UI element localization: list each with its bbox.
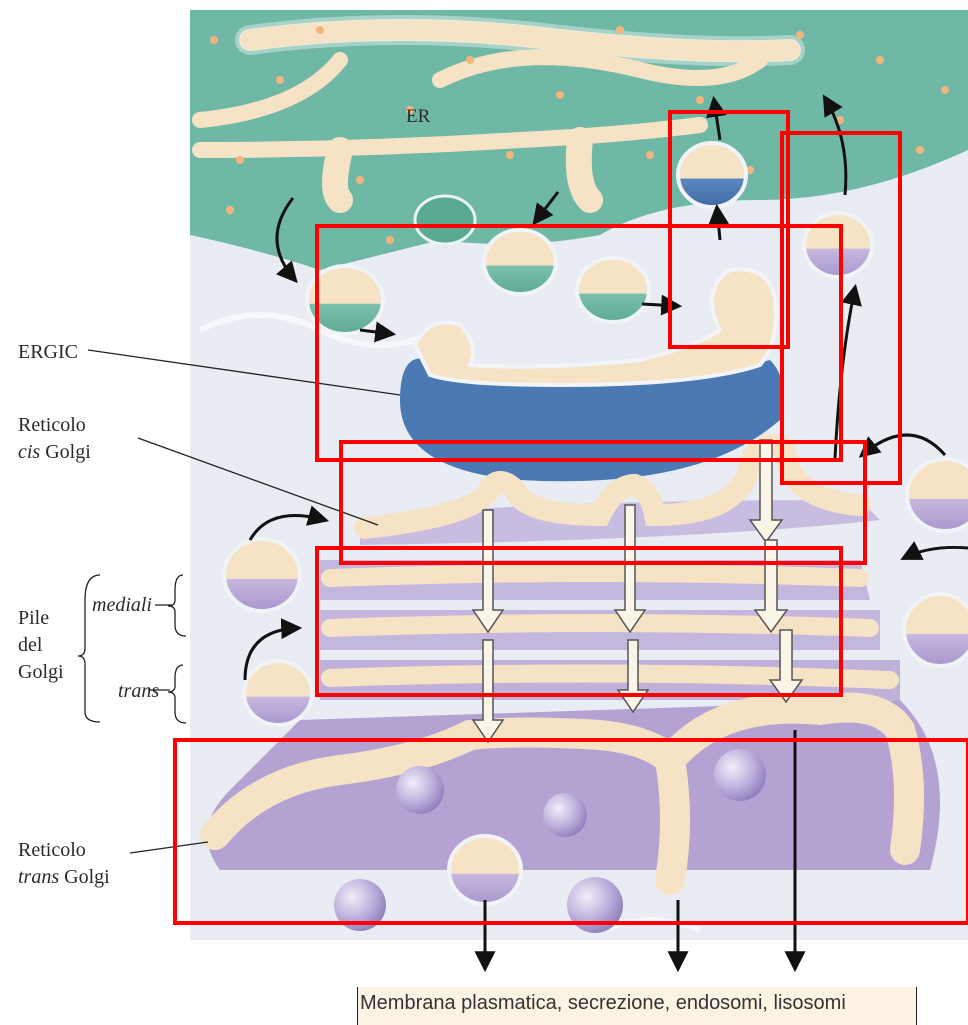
ergic-label: ERGIC bbox=[18, 339, 78, 365]
trans-word: trans bbox=[18, 866, 59, 888]
trans-label: trans bbox=[118, 678, 159, 704]
pile-label-line1: Pile bbox=[18, 605, 49, 631]
er-label: ER bbox=[406, 104, 430, 130]
golgi-cisternae bbox=[320, 560, 900, 700]
destination-caption: Membrana plasmatica, secrezione, endosom… bbox=[360, 992, 846, 1015]
tgn-label-line2: trans Golgi bbox=[18, 864, 110, 890]
golgi-word: Golgi bbox=[59, 866, 110, 888]
trans-golgi-network bbox=[207, 700, 940, 880]
golgi-word: Golgi bbox=[40, 441, 91, 463]
pile-label-line3: Golgi bbox=[18, 659, 64, 685]
mediali-label: mediali bbox=[92, 592, 152, 618]
cis-golgi-label-line2: cis Golgi bbox=[18, 439, 91, 465]
pile-label-line2: del bbox=[18, 632, 42, 658]
cis-word: cis bbox=[18, 441, 40, 463]
cis-golgi-label-line1: Reticolo bbox=[18, 412, 86, 438]
tgn-label-line1: Reticolo bbox=[18, 837, 86, 863]
